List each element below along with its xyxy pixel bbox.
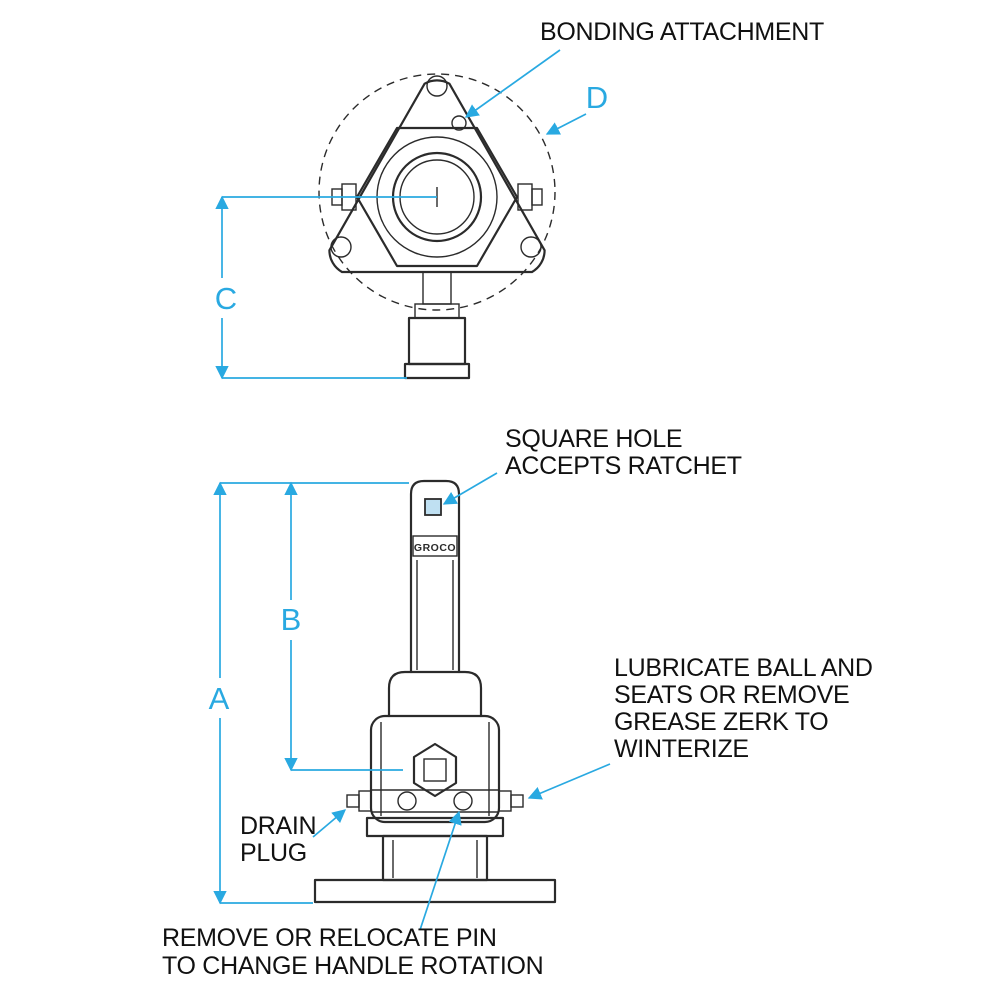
dim-c-label: C (215, 281, 237, 316)
pin-leader (419, 810, 462, 931)
right-tab-screw (531, 188, 543, 206)
drain-plug-label-line2: PLUG (240, 839, 307, 867)
bolt-circle-dashed (318, 73, 556, 311)
lubricate-label-line4: WINTERIZE (614, 735, 749, 763)
square-ratchet-hole (424, 498, 442, 516)
square-hole-label-line1: SQUARE HOLE (505, 425, 682, 453)
handle-stop-pin-left (397, 791, 417, 811)
handle (409, 479, 461, 674)
top-view-drawing (318, 73, 556, 380)
drain-plug-leader (312, 809, 347, 838)
pipe-flare (403, 362, 471, 380)
dim-d-label: D (586, 80, 608, 115)
lubricate-leader (527, 763, 611, 800)
base-flange (313, 878, 557, 904)
lubricate-label-line3: GREASE ZERK TO (614, 708, 828, 736)
lubricate-label-line1: LUBRICATE BALL AND (614, 654, 873, 682)
drain-plug-boss (358, 790, 372, 812)
flange-hole-top (426, 75, 448, 97)
grease-zerk-hex (412, 742, 458, 798)
stem-collar (414, 303, 460, 319)
lower-collar (365, 816, 505, 838)
bonnet-cap (387, 670, 483, 718)
bonding-attachment-label: BONDING ATTACHMENT (540, 18, 824, 46)
bonding-leader (464, 49, 561, 118)
square-hole-label-line2: ACCEPTS RATCHET (505, 452, 742, 480)
pin-label-line2: TO CHANGE HANDLE ROTATION (162, 952, 543, 980)
side-plug-head (510, 794, 524, 808)
dim-a-label: A (209, 681, 230, 716)
pipe-body (407, 316, 467, 366)
square-hole-leader (442, 472, 498, 505)
bonding-screw (451, 115, 467, 131)
stem-upper (422, 271, 452, 305)
grease-zerk-square (423, 758, 447, 782)
dim-d-leader (545, 113, 587, 135)
side-view-drawing: GROCO (313, 479, 557, 904)
drain-plug-head (346, 794, 360, 808)
base-neck (381, 834, 489, 882)
drain-plug-label-line1: DRAIN (240, 812, 316, 840)
dim-b-label: B (281, 602, 302, 637)
side-plug-boss (498, 790, 512, 812)
brand-plate (412, 535, 458, 557)
text-callouts: BONDING ATTACHMENT SQUARE HOLE ACCEPTS R… (162, 18, 873, 980)
valve-body (369, 714, 501, 824)
brand-label: GROCO (414, 542, 456, 554)
handle-stop-pin-right (453, 791, 473, 811)
lubricate-label-line2: SEATS OR REMOVE (614, 681, 849, 709)
dimension-annotations: C D A B (209, 49, 611, 931)
flange-hole-left (330, 236, 352, 258)
pin-label-line1: REMOVE OR RELOCATE PIN (162, 924, 497, 952)
triangular-flange (328, 79, 546, 274)
flange-hole-right (520, 236, 542, 258)
